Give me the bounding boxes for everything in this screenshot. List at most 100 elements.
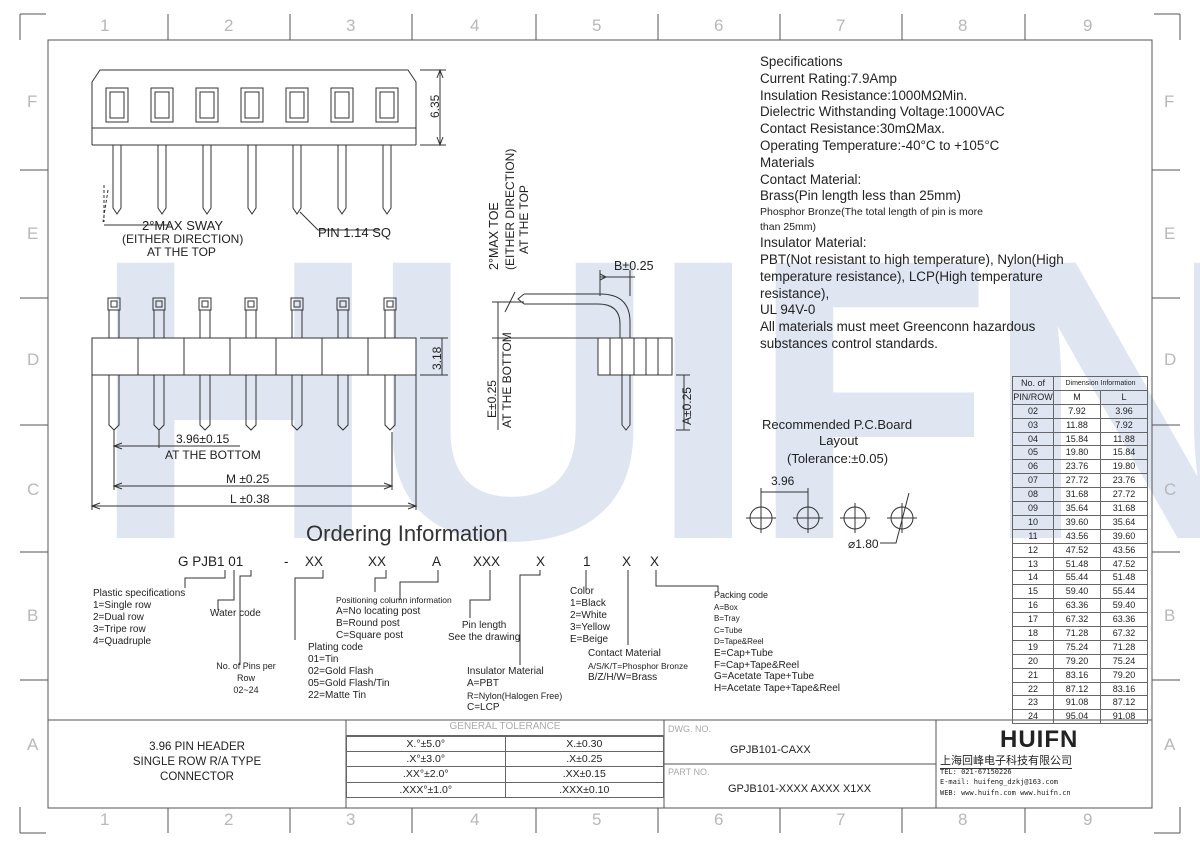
dim-m: 31.68 xyxy=(1053,487,1101,503)
plastic-3: 3=Tripe row xyxy=(93,624,146,635)
spec-dielectric: Dielectric Withstanding Voltage:1000VAC xyxy=(760,104,1005,120)
dim-l: 67.32 xyxy=(1100,626,1148,641)
dim-pins: 09 xyxy=(1012,501,1054,516)
zone-row-f: F xyxy=(27,92,38,111)
tolerance-linear: X.±0.30 xyxy=(504,735,664,753)
spec-insulation: Insulation Resistance:1000MΩMin. xyxy=(760,87,968,103)
plating-title: Plating code xyxy=(308,642,364,653)
tolerance-row: .XX°±2.0°.XX±0.15 xyxy=(346,766,664,783)
dim-l: L ±0.38 xyxy=(230,492,270,506)
dim-pins: 03 xyxy=(1012,417,1054,433)
spec-current: Current Rating:7.9Amp xyxy=(760,70,897,86)
product-line-2: SINGLE ROW R/A TYPE xyxy=(132,756,262,768)
pin-length-title: Pin length xyxy=(461,620,507,631)
dim-m: 47.52 xyxy=(1053,542,1101,558)
pins-per-row: No. of Pins per Row 02~24 xyxy=(210,660,282,696)
dim-pins: 06 xyxy=(1012,459,1054,475)
contact-brass: B/Z/H/W=Brass xyxy=(588,672,658,683)
contact-title: Contact Material xyxy=(588,648,661,659)
dim-sway-top: AT THE TOP xyxy=(147,245,216,259)
zone-row-c-right: C xyxy=(1164,480,1177,499)
dim-l: 23.76 xyxy=(1100,473,1148,489)
dim-l: 83.16 xyxy=(1100,681,1148,697)
zone-col-9-bottom: 9 xyxy=(1083,810,1093,829)
dim-l: 55.44 xyxy=(1100,584,1148,600)
plating-02: 02=Gold Flash xyxy=(308,666,374,677)
dim-m: 71.28 xyxy=(1053,626,1101,641)
dim-pins: 04 xyxy=(1012,431,1054,447)
dim-toe-dir: (EITHER DIRECTION) xyxy=(503,148,517,270)
dim-pins: 11 xyxy=(1012,528,1054,544)
dim-l: 47.52 xyxy=(1100,556,1148,572)
dim-pitch-bottom: AT THE BOTTOM xyxy=(165,448,261,462)
spec-phosphor: Phosphor Bronze(The total length of pin … xyxy=(760,206,983,234)
tolerance-row: .X°±3.0°.X±0.25 xyxy=(346,751,664,768)
dim-sway: 2°MAX SWAY xyxy=(142,218,224,233)
dim-m: 75.24 xyxy=(1053,639,1101,655)
dim-pins: 22 xyxy=(1012,681,1054,697)
zone-col-5-bottom: 5 xyxy=(592,810,602,829)
dim-m: 51.48 xyxy=(1053,556,1101,572)
code-x-2: X xyxy=(622,554,632,569)
dim-l: 51.48 xyxy=(1100,570,1148,586)
company-logo: HUIFN xyxy=(1000,726,1079,753)
dim-pins: 19 xyxy=(1012,639,1054,655)
dwg-number: GPJB101-CAXX xyxy=(730,744,811,756)
positioning-a: A=No locating post xyxy=(336,606,421,617)
pin-length: Pin length See the drawing xyxy=(448,620,520,644)
zone-row-b-right: B xyxy=(1164,606,1176,625)
dim-m: 11.88 xyxy=(1053,417,1101,433)
dim-l: 7.92 xyxy=(1100,417,1148,433)
dim-pins: 05 xyxy=(1012,445,1054,461)
code-x-3: X xyxy=(650,554,660,569)
dim-l: 79.20 xyxy=(1100,667,1148,683)
tolerance-row: .XXX°±1.0°.XXX±0.10 xyxy=(346,781,664,798)
zone-col-1: 1 xyxy=(100,16,110,35)
code-g-pjb1-01: G PJB1 01 xyxy=(178,554,244,569)
packing-title: Packing code xyxy=(714,590,769,600)
dim-pins: 16 xyxy=(1012,598,1054,614)
pcb-hole: ⌀1.80 xyxy=(848,537,879,551)
tolerance-angle: .X°±3.0° xyxy=(346,751,506,768)
zone-col-3-bottom: 3 xyxy=(346,810,356,829)
dim-635: 6.35 xyxy=(428,94,442,118)
dim-toe-top: AT THE TOP xyxy=(517,185,531,254)
dim-pins: 10 xyxy=(1012,514,1054,530)
packing-d: D=Tape&Reel xyxy=(714,637,764,647)
plastic-spec: Plastic specifications 1=Single row 2=Du… xyxy=(93,588,185,648)
dim-pins: 18 xyxy=(1012,626,1054,641)
insulator-c: C=LCP xyxy=(467,702,500,713)
dim-l: 39.60 xyxy=(1100,528,1148,544)
packing-b: B=Tray xyxy=(714,614,740,624)
dim-pins: 13 xyxy=(1012,556,1054,572)
pcb-pitch: 3.96 xyxy=(771,474,795,488)
tolerance-header: GENERAL TOLERANCE xyxy=(346,721,664,736)
insulator-title: Insulator Material xyxy=(467,666,544,677)
code-x-1: X xyxy=(536,554,546,569)
dim-table-header-info: Dimension Information xyxy=(1053,376,1148,391)
color-2: 2=White xyxy=(570,610,607,621)
plastic-2: 2=Dual row xyxy=(93,612,144,623)
zone-col-2: 2 xyxy=(224,16,234,35)
code-a: A xyxy=(432,554,442,569)
part-number: GPJB101-XXXX AXXX X1XX xyxy=(728,783,872,795)
pcb-tolerance: (Tolerance:±0.05) xyxy=(787,451,889,466)
company-name: 上海回峰电子科技有限公司 xyxy=(940,752,1072,769)
pins-title: No. of Pins per Row xyxy=(216,661,276,683)
dim-l: 27.72 xyxy=(1100,487,1148,503)
dim-l: 35.64 xyxy=(1100,514,1148,530)
color-3: 3=Yellow xyxy=(570,622,610,633)
zone-col-7-bottom: 7 xyxy=(836,810,846,829)
